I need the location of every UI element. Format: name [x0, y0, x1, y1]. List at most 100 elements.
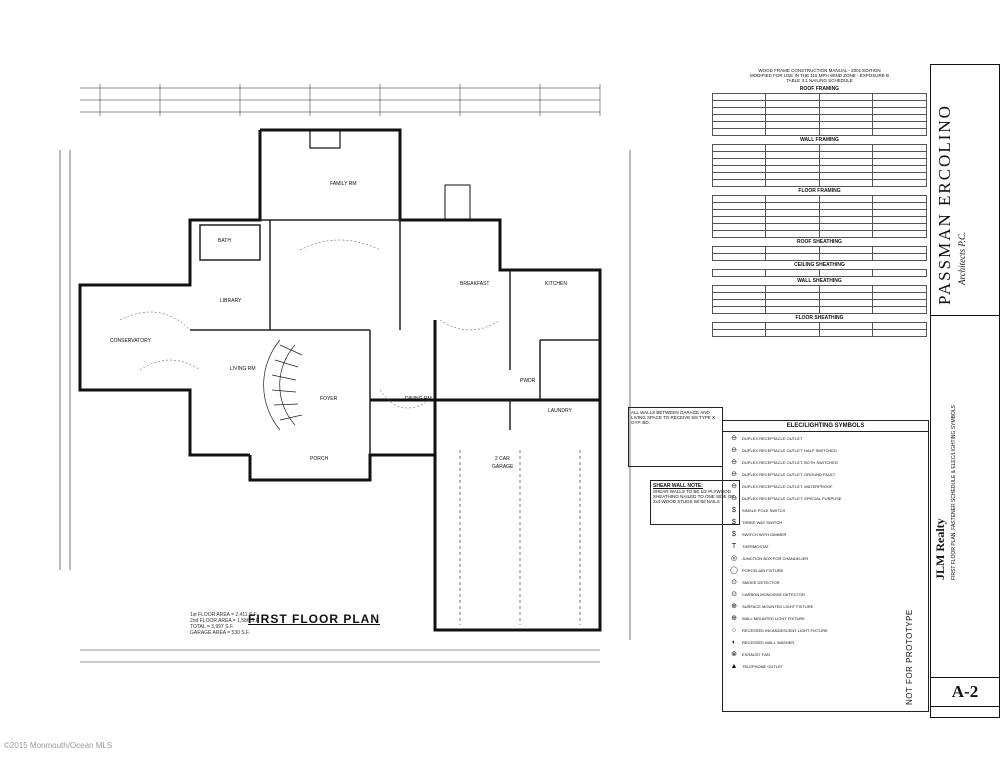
- legend-row: ◎ JUNCTION BOX FOR CHANDELIER: [723, 552, 928, 564]
- legend-row: ⊕SURFACE MOUNTED LIGHT FIXTURE: [723, 600, 928, 612]
- legend-label: RECESSED INCANDESCENT LIGHT FIXTURE: [742, 627, 828, 633]
- symbol-icon: ⊗: [731, 651, 737, 658]
- shear-wall-note: SHEAR WALL NOTE: SHEAR WALLS TO BE 1/2 P…: [650, 480, 740, 525]
- legend-row: ⊗ EXHAUST FAN: [723, 648, 928, 660]
- nailing-schedule: WOOD FRAME CONSTRUCTION MANUAL - 2001 ED…: [711, 68, 927, 403]
- legend-label: DUPLEX RECEPTACLE OUTLET, WATERPROOF: [742, 483, 833, 489]
- legend-label: DUPLEX RECEPTACLE OUTLET, HALF SWITCHED: [742, 447, 837, 453]
- symbol-icon: ◐: [731, 638, 737, 646]
- symbol-icon: T: [731, 542, 737, 550]
- section-header: ROOF FRAMING: [799, 86, 840, 92]
- floor-plan-drawing: FAMILY RM LIBRARY CONSERVATORY LIVING RM…: [40, 70, 700, 690]
- legend-row: $ THREE WAY SWITCH: [723, 516, 928, 528]
- room-label: LIVING RM: [230, 366, 256, 372]
- legend-row: ⊖ DUPLEX RECEPTACLE OUTLET, GROUND FAULT: [723, 468, 928, 480]
- symbol-icon: ⊖: [731, 471, 737, 478]
- symbol-icon: ◎: [730, 555, 738, 562]
- sheet-description: FIRST FLOOR PLAN, FASTENER SCHEDULE & EL…: [951, 405, 957, 580]
- area-line: 2nd FLOOR AREA = 1,586 S.F.: [190, 618, 260, 624]
- legend-label: RECESSED WALL WASHER: [742, 639, 795, 645]
- legend-label: EXHAUST FAN: [742, 651, 770, 657]
- legend-label: SINGLE POLE SWITCH: [742, 507, 786, 513]
- legend-label: DUPLEX RECEPTACLE OUTLET: [742, 435, 803, 441]
- firm-subtitle: Architects P.C.: [957, 231, 967, 285]
- legend-row: ⊕WALL MOUNTED LIGHT FIXTURE: [723, 612, 928, 624]
- legend-label: SMOKE DETECTOR: [742, 579, 780, 585]
- room-label: DINING RM: [405, 396, 432, 402]
- electrical-symbols-legend: ELEC/LIGHTING SYMBOLS ⊖DUPLEX RECEPTACLE…: [722, 420, 929, 712]
- room-label: 2 CAR: [495, 456, 510, 462]
- room-label: PORCH: [310, 456, 328, 462]
- room-label: CONSERVATORY: [110, 338, 152, 344]
- legend-row: ⊖ DUPLEX RECEPTACLE OUTLET: [723, 432, 928, 444]
- room-label: BATH: [218, 238, 231, 244]
- legend-row: ⊖ DUPLEX RECEPTACLE OUTLET, BOTH SWITCHED: [723, 456, 928, 468]
- symbol-icon: $: [732, 530, 736, 538]
- legend-row: ⊖DUPLEX RECEPTACLE OUTLET, WATERPROOF: [723, 480, 928, 492]
- section-header: WALL SHEATHING: [797, 278, 842, 284]
- room-label: LAUNDRY: [548, 408, 572, 414]
- legend-label: SURFACE MOUNTED LIGHT FIXTURE: [742, 603, 814, 609]
- prototype-notice: NOT FOR PROTOTYPE: [905, 609, 914, 705]
- firm-block: PASSMAN ERCOLINO Architects P.C.: [931, 65, 999, 316]
- legend-label: JUNCTION BOX FOR CHANDELIER: [742, 555, 809, 561]
- symbol-icon: ⊖: [731, 459, 737, 466]
- room-label: KITCHEN: [545, 281, 567, 287]
- symbol-icon: ⊖: [731, 495, 737, 502]
- symbol-icon: ⊙: [731, 591, 737, 598]
- schedule-title: WOOD FRAME CONSTRUCTION MANUAL - 2001 ED…: [758, 68, 881, 73]
- legend-label: CARBON MONOXIDE DETECTOR: [742, 591, 806, 597]
- legend-label: THERMOSTAT: [742, 543, 769, 549]
- legend-row: $ SINGLE POLE SWITCH: [723, 504, 928, 516]
- schedule-subtitle: MODIFIED FOR USE IN THE 115 MPH WIND ZON…: [749, 73, 890, 78]
- symbol-icon: ⊙: [731, 579, 737, 586]
- legend-label: THREE WAY SWITCH: [742, 519, 783, 525]
- schedule-table-title: TABLE 3.1 NAILING SCHEDULE: [786, 78, 853, 83]
- client-name: JLM Realty: [933, 518, 947, 580]
- legend-label: DUPLEX RECEPTACLE OUTLET, BOTH SWITCHED: [742, 459, 838, 465]
- legend-label: WALL MOUNTED LIGHT FIXTURE: [742, 615, 805, 621]
- legend-row: ◐ RECESSED WALL WASHER: [723, 636, 928, 648]
- legend-row: ⊙ CARBON MONOXIDE DETECTOR: [723, 588, 928, 600]
- legend-row: ○RECESSED INCANDESCENT LIGHT FIXTURE: [723, 624, 928, 636]
- symbol-icon: ⊖: [731, 435, 737, 442]
- copyright-watermark: ©2015 Monmouth/Ocean MLS: [4, 741, 113, 750]
- legend-row: ⊖ DUPLEX RECEPTACLE OUTLET, HALF SWITCHED: [723, 444, 928, 456]
- legend-row: ⊖ DUPLEX RECEPTACLE OUTLET, SPECIAL PURPO…: [723, 492, 928, 504]
- schedule-table: ROOF FRAMING WALL FRAMING FLOOR FRAMING …: [711, 85, 927, 337]
- room-label: BREAKFAST: [460, 281, 489, 287]
- symbol-icon: ▲: [730, 662, 738, 670]
- legend-row: ⊙ SMOKE DETECTOR: [723, 576, 928, 588]
- legend-label: DUPLEX RECEPTACLE OUTLET, SPECIAL PURPOS…: [742, 495, 842, 501]
- blueprint-sheet: FAMILY RM LIBRARY CONSERVATORY LIVING RM…: [40, 64, 1000, 718]
- legend-label: PORCELAIN FIXTURE: [742, 567, 784, 573]
- area-line: GARAGE AREA = 530 S.F.: [190, 630, 250, 636]
- room-label: FAMILY RM: [330, 181, 357, 187]
- room-label: LIBRARY: [220, 298, 242, 304]
- legend-title: ELEC/LIGHTING SYMBOLS: [723, 421, 928, 432]
- symbol-icon: $: [732, 518, 736, 526]
- section-header: FLOOR SHEATHING: [795, 315, 844, 321]
- legend-label: DUPLEX RECEPTACLE OUTLET, GROUND FAULT: [742, 471, 836, 477]
- floor-plan-svg: FAMILY RM LIBRARY CONSERVATORY LIVING RM…: [59, 84, 631, 663]
- legend-row: T THERMOSTAT: [723, 540, 928, 552]
- section-header: FLOOR FRAMING: [798, 188, 841, 194]
- garage-wall-note: ALL WALLS BETWEEN GARAGE AND LIVING SPAC…: [628, 407, 723, 467]
- floor-area-summary: 1st FLOOR AREA = 2,411 S.F. 2nd FLOOR AR…: [190, 612, 260, 636]
- room-label: PWDR: [520, 378, 536, 384]
- section-header: ROOF SHEATHING: [797, 239, 842, 245]
- legend-row: $ SWITCH WITH DIMMER: [723, 528, 928, 540]
- legend-row: ▲ TELEPHONE OUTLET: [723, 660, 928, 672]
- area-line: TOTAL = 3,997 S.F.: [190, 624, 234, 630]
- legend-row: ◯PORCELAIN FIXTURE: [723, 564, 928, 576]
- legend-label: SWITCH WITH DIMMER: [742, 531, 787, 537]
- section-header: CEILING SHEATHING: [794, 262, 845, 268]
- room-label: GARAGE: [492, 464, 514, 470]
- title-block: PASSMAN ERCOLINO Architects P.C. JLM Rea…: [930, 64, 1000, 718]
- room-label: FOYER: [320, 396, 338, 402]
- section-header: WALL FRAMING: [800, 137, 839, 143]
- symbol-icon: ⊖: [731, 447, 737, 454]
- legend-label: TELEPHONE OUTLET: [742, 663, 784, 669]
- shear-note-text: SHEAR WALLS TO BE 1/2 PLYWOOD SHEATHING …: [653, 489, 735, 504]
- symbol-icon: $: [732, 506, 736, 514]
